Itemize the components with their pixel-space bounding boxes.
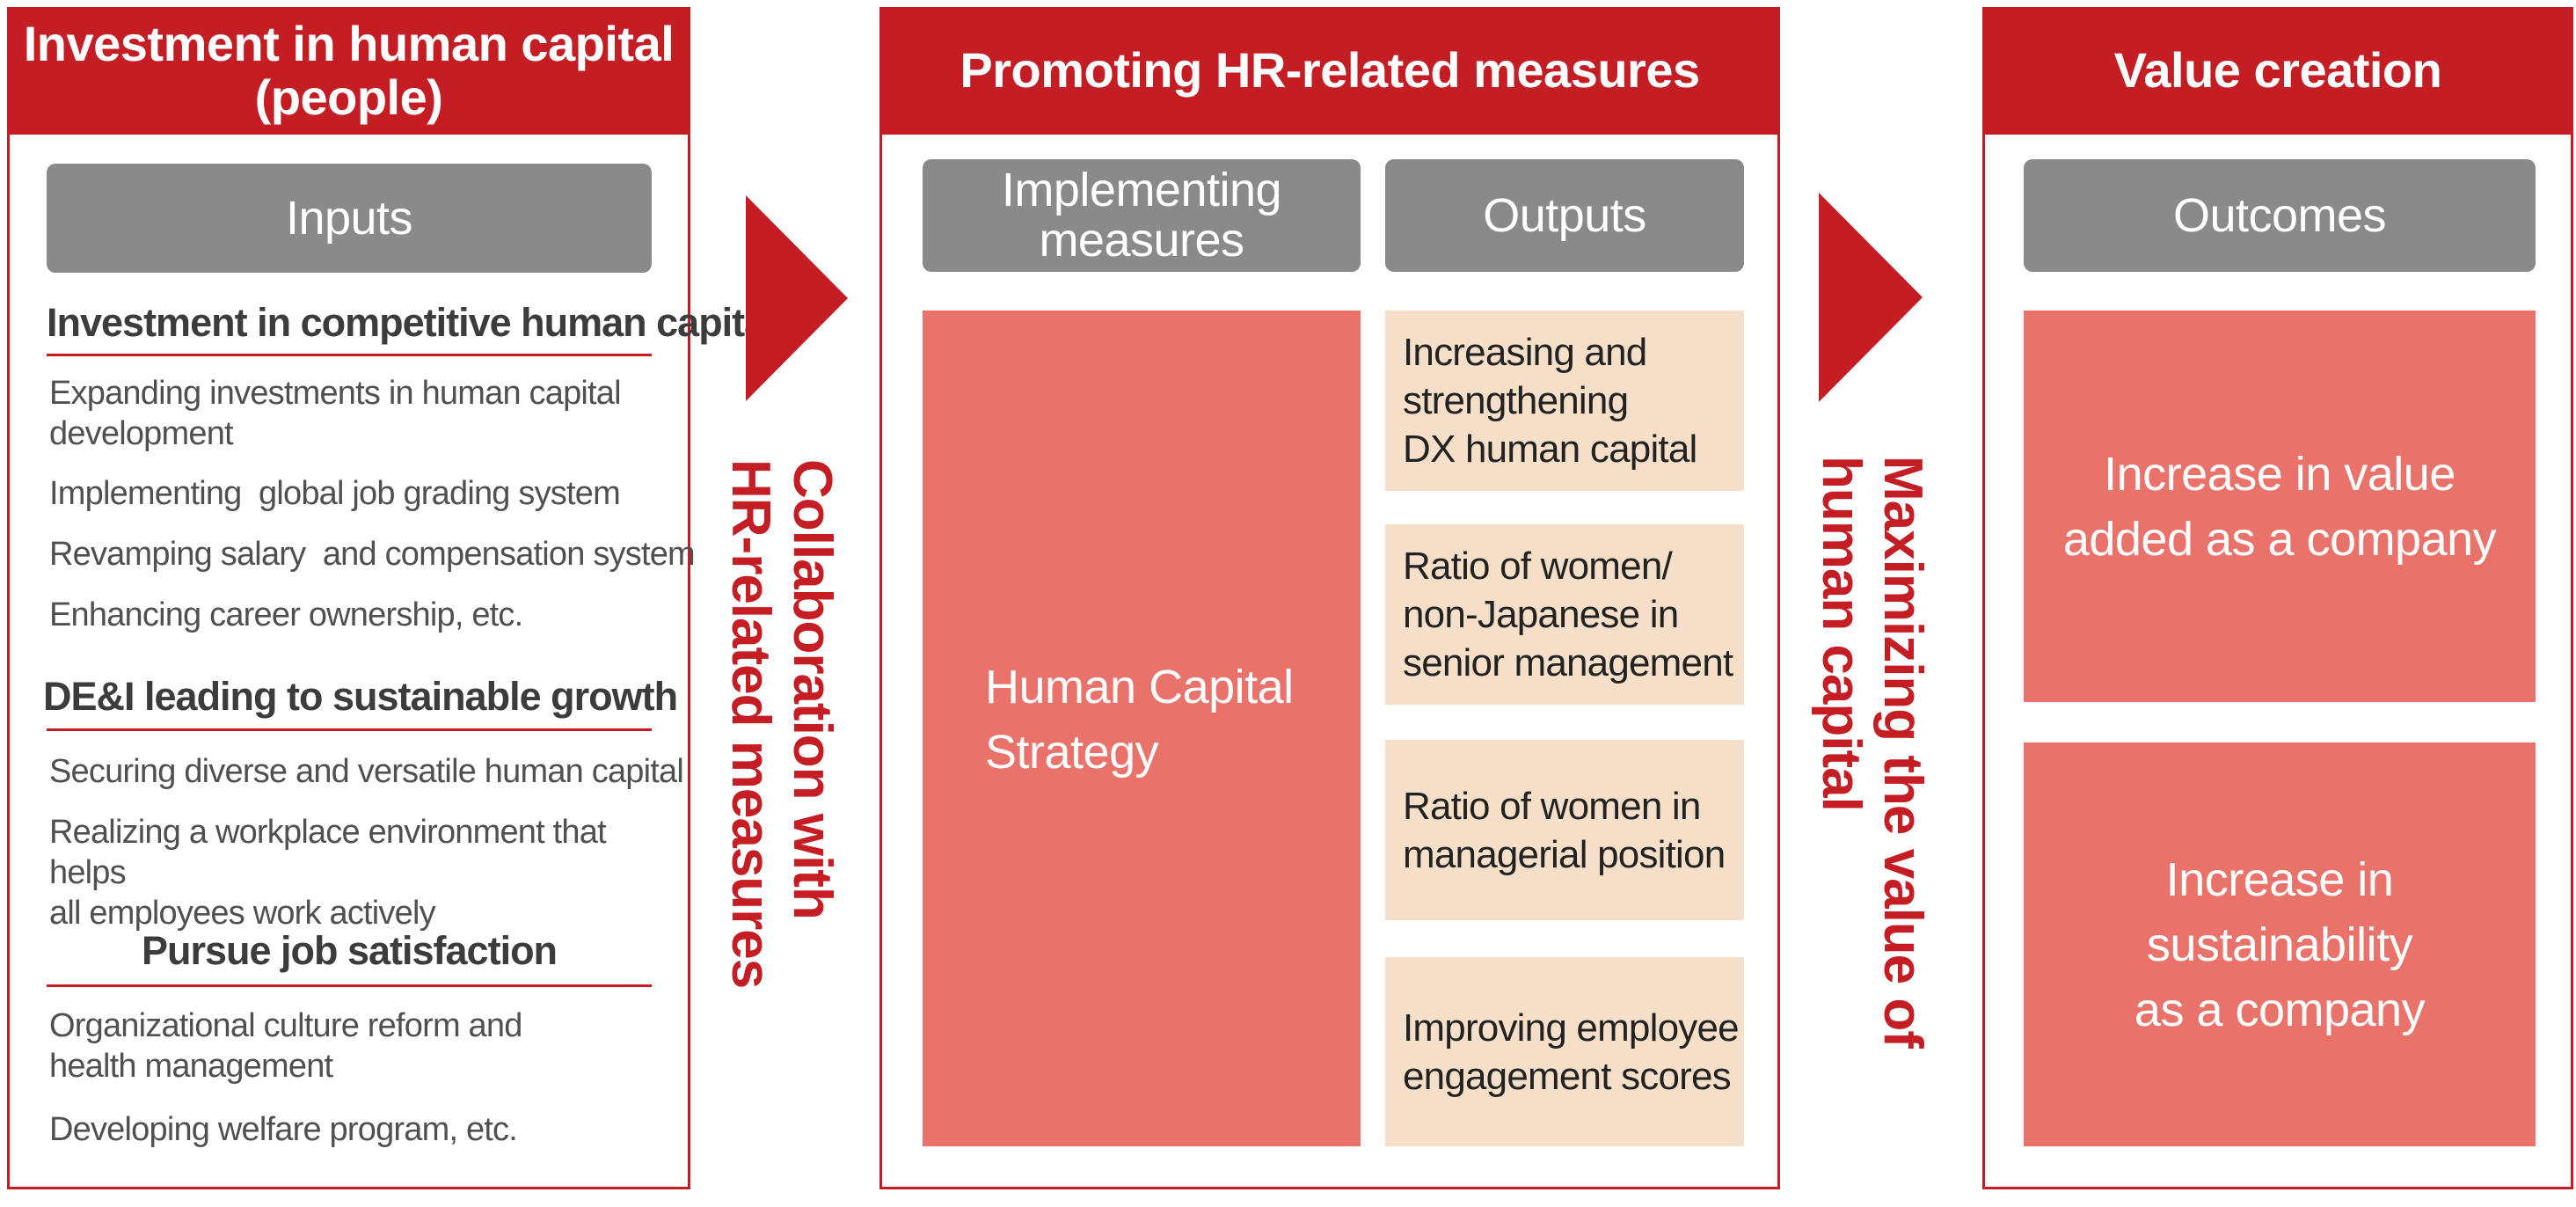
human-capital-strategy-box: Human Capital Strategy [923, 311, 1361, 1146]
section-title-competitive: Investment in competitive human capital [47, 300, 777, 345]
collaboration-label: Collaboration with HR-related measures [720, 459, 843, 989]
value-creation-panel: Value creation Outcomes Increase in valu… [1982, 7, 2573, 1189]
input-item: Enhancing career ownership, etc. [49, 596, 523, 633]
output-text: Ratio of women/ non-Japanese in senior m… [1403, 545, 1733, 684]
input-item: Organizational culture reform and health… [49, 1007, 522, 1085]
outputs-label: Outputs [1385, 159, 1744, 272]
outcome-box: Increase in sustainability as a company [2024, 742, 2536, 1146]
measures-panel-header: Promoting HR-related measures [879, 7, 1780, 135]
output-box: Ratio of women in managerial position [1385, 740, 1744, 920]
section-rule [47, 354, 652, 356]
inputs-label: Inputs [47, 164, 652, 273]
input-item: Implementing global job grading system [49, 475, 621, 512]
output-box: Ratio of women/ non-Japanese in senior m… [1385, 524, 1744, 705]
implementing-measures-label: Implementing measures [923, 159, 1361, 272]
arrow-right-icon [1819, 193, 1923, 402]
human-capital-strategy-text: Human Capital Strategy [985, 661, 1294, 779]
outcome-box: Increase in value added as a company [2024, 311, 2536, 702]
section-title-job-satisfaction: Pursue job satisfaction [141, 928, 558, 973]
output-text: Increasing and strengthening DX human ca… [1403, 331, 1697, 471]
output-text: Improving employee engagement scores [1403, 1006, 1740, 1098]
arrow-right-icon [746, 195, 848, 401]
outcome-text: Increase in sustainability as a company [2134, 852, 2426, 1036]
section-rule [47, 728, 652, 731]
inputs-panel: Investment in human capital (people) Inp… [7, 7, 777, 1189]
input-item: Revamping salary and compensation system [49, 536, 696, 573]
section-title-dei: DE&I leading to sustainable growth [43, 674, 678, 719]
section-rule [47, 984, 652, 987]
input-item: Realizing a workplace environment that h… [49, 814, 607, 932]
inputs-panel-header: Investment in human capital (people) [7, 7, 690, 135]
input-item: Developing welfare program, etc. [49, 1111, 518, 1148]
output-box: Improving employee engagement scores [1385, 957, 1744, 1146]
input-item: Securing diverse and versatile human cap… [49, 753, 684, 790]
input-item: Expanding investments in human capital d… [49, 375, 622, 452]
outcome-text: Increase in value added as a company [2062, 447, 2497, 566]
outcomes-label: Outcomes [2024, 159, 2536, 272]
value-creation-panel-header: Value creation [1982, 7, 2573, 135]
output-text: Ratio of women in managerial position [1403, 784, 1726, 876]
measures-panel: Promoting HR-related measures Implementi… [879, 7, 1780, 1189]
output-box: Increasing and strengthening DX human ca… [1385, 311, 1744, 491]
maximizing-value-label: Maximizing the value of human capital [1811, 456, 1933, 1048]
